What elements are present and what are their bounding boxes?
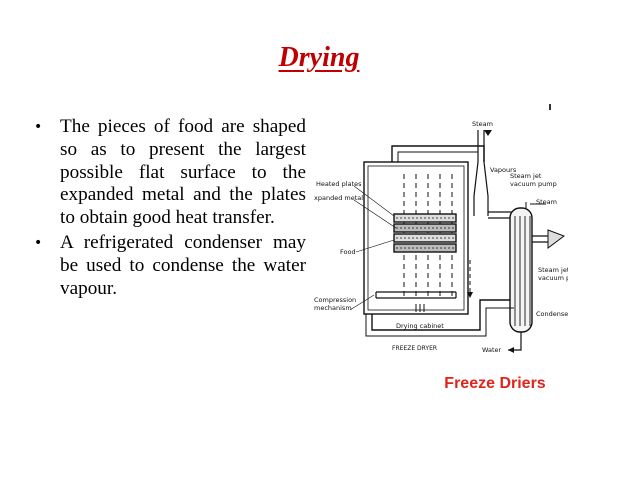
label-compression-1: Compression xyxy=(314,296,356,304)
label-steam-right: Steam xyxy=(536,198,557,206)
slide-title: Drying xyxy=(278,42,360,73)
label-heated-plates: Heated plates xyxy=(316,180,362,188)
bullet-text: A refrigerated condenser may be used to … xyxy=(60,231,306,299)
figure-caption: Freeze Driers xyxy=(444,375,546,392)
label-expanded-metal: xpanded metal xyxy=(314,194,363,202)
bullet-item: • The pieces of food are shaped so as to… xyxy=(34,116,306,230)
corner-mark xyxy=(549,104,551,110)
condenser-vessel xyxy=(509,207,533,333)
freeze-dryer-diagram: Steam Vapours Steam jet vacuum pump Stea… xyxy=(314,120,568,354)
label-compression-2: mechanism xyxy=(314,304,352,312)
label-freeze-dryer: FREEZE DRYER xyxy=(392,345,437,352)
label-steam-jet-right-2: vacuum pump xyxy=(538,274,568,282)
label-steam-jet-right-1: Steam jet xyxy=(538,266,568,274)
label-steam-jet-top-2: vacuum pump xyxy=(510,180,557,188)
label-food: Food xyxy=(340,248,356,256)
label-steam-jet-top-1: Steam jet xyxy=(510,172,542,180)
bullet-list: • The pieces of food are shaped so as to… xyxy=(34,116,306,302)
bullet-text: The pieces of food are shaped so as to p… xyxy=(60,116,306,229)
heated-plates xyxy=(393,213,457,253)
bullet-marker: • xyxy=(34,234,43,251)
bullet-item: • A refrigerated condenser may be used t… xyxy=(34,232,306,300)
label-vapours: Vapours xyxy=(490,166,517,174)
label-water: Water xyxy=(482,346,502,354)
label-drying-cabinet: Drying cabinet xyxy=(396,322,444,330)
bullet-marker: • xyxy=(34,119,43,135)
drying-cabinet-box xyxy=(363,161,469,315)
label-condenser: Condenser xyxy=(536,310,568,318)
label-steam-top: Steam xyxy=(472,120,493,128)
